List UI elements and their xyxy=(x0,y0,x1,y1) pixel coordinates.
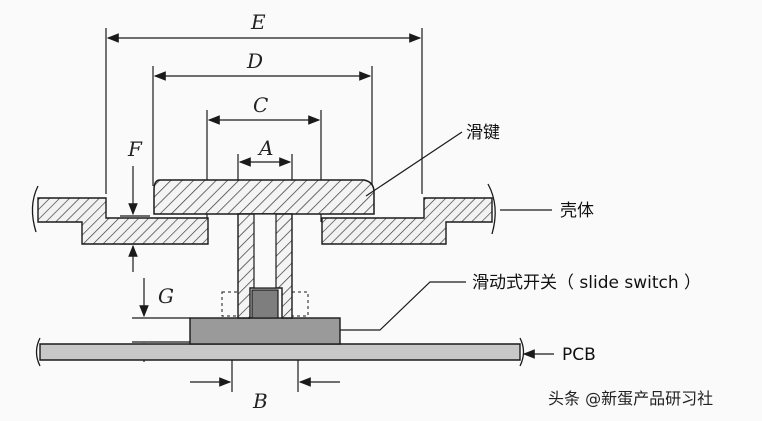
dim-E-label: E xyxy=(250,10,266,34)
dim-D-label: D xyxy=(246,49,263,73)
callout-slide-key: 滑键 xyxy=(466,123,500,143)
extension-lines xyxy=(105,28,423,392)
dim-A-label: A xyxy=(257,136,273,160)
slide-key-cap xyxy=(153,179,375,215)
dim-C-label: C xyxy=(253,93,268,117)
callout-leaders xyxy=(340,131,552,331)
slide-switch-body xyxy=(189,317,341,345)
switch-actuator xyxy=(251,289,279,319)
housing-left xyxy=(37,197,209,245)
dim-B-label: B xyxy=(252,389,268,413)
pcb-board xyxy=(39,343,521,361)
dim-F-label: F xyxy=(127,137,143,161)
callout-housing: 壳体 xyxy=(560,201,594,221)
callout-slide-switch: 滑动式开关（ slide switch ） xyxy=(472,273,701,293)
housing-right xyxy=(321,197,493,245)
watermark-text: 头条 @新蛋产品研习社 xyxy=(548,389,713,408)
dim-G-label: G xyxy=(158,284,174,308)
callout-pcb: PCB xyxy=(562,345,596,365)
